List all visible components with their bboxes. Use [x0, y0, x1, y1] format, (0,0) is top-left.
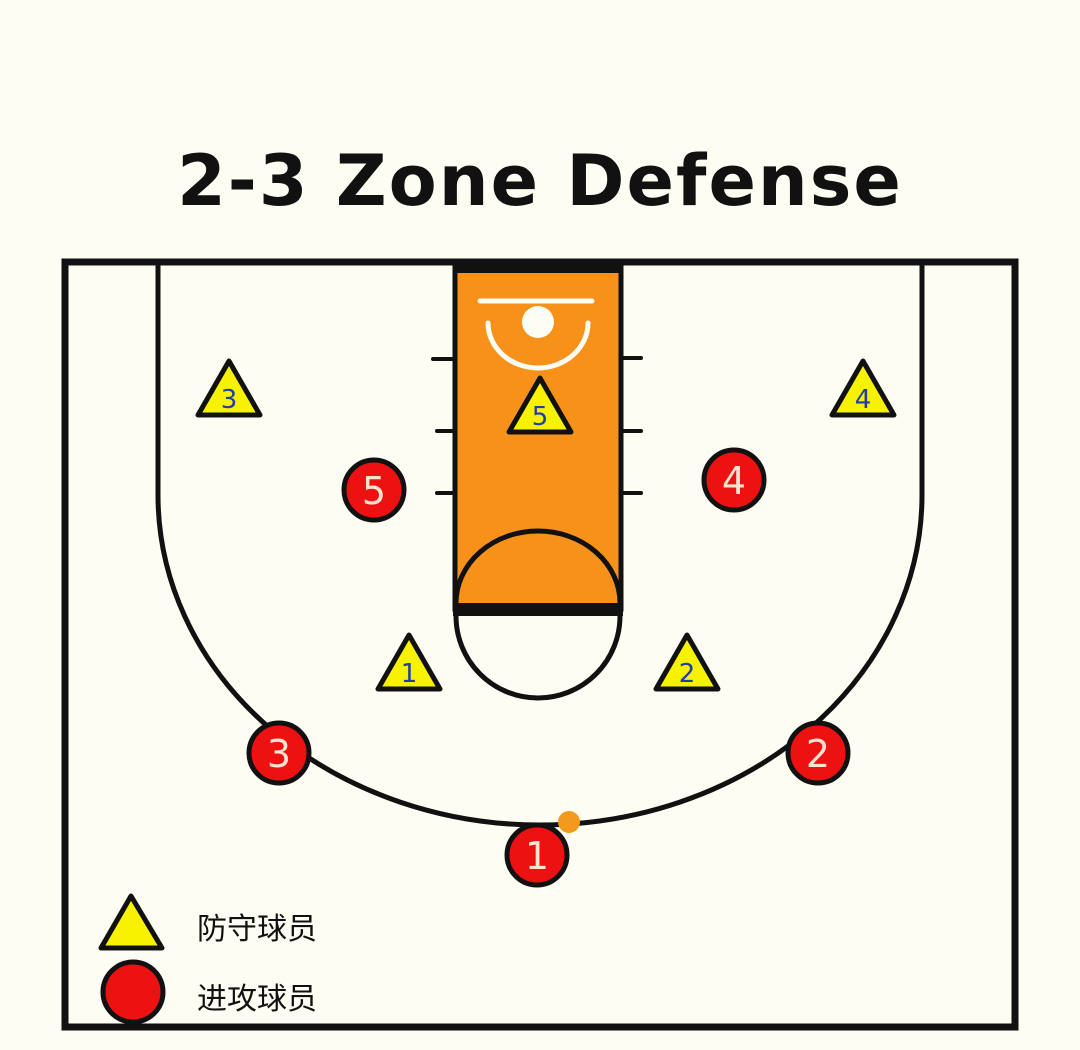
- page-title: 2-3 Zone Defense: [177, 140, 903, 222]
- attackers: 1 2 3 4 5: [246, 447, 851, 888]
- attacker-number: 4: [722, 459, 746, 503]
- attacker-circle: [246, 720, 312, 786]
- attacker-2: 2: [785, 720, 851, 786]
- defenders: 1 2 3 4 5: [195, 358, 897, 692]
- attacker-5: 5: [341, 457, 407, 523]
- attacker-1: 1: [504, 822, 570, 888]
- defender-5: 5: [506, 375, 574, 435]
- legend-attacker-label: 进攻球员: [197, 982, 317, 1017]
- attacker-3: 3: [246, 720, 312, 786]
- attacker-circle: [701, 447, 767, 513]
- attacker-number: 3: [267, 732, 291, 776]
- attacker-number: 2: [806, 732, 830, 776]
- defender-number: 5: [532, 402, 549, 432]
- court-boundary: [61, 258, 1019, 1031]
- rim: [522, 306, 554, 338]
- attacker-circle: [785, 720, 851, 786]
- defender-1: 1: [375, 632, 443, 692]
- defender-triangle: [653, 632, 721, 692]
- defender-triangle: [375, 632, 443, 692]
- free-throw-circle-bottom: [453, 615, 623, 701]
- defender-number: 4: [855, 385, 872, 415]
- attacker-number: 1: [525, 834, 549, 878]
- restricted-arc: [485, 320, 591, 371]
- baseline-thick: [453, 263, 623, 273]
- attacker-4: 4: [701, 447, 767, 513]
- defender-triangle-icon: [98, 893, 165, 951]
- free-throw-circle-top: [453, 528, 623, 604]
- defender-triangle: [195, 358, 263, 418]
- lane-hash-marks: [431, 356, 643, 495]
- attacker-circle-icon: [100, 959, 166, 1025]
- free-throw-line: [453, 603, 623, 616]
- defender-triangle: [829, 358, 897, 418]
- ball-icon: [558, 811, 580, 833]
- defender-number: 1: [401, 659, 418, 689]
- defender-number: 3: [221, 385, 238, 415]
- defender-3: 3: [195, 358, 263, 418]
- attacker-circle: [341, 457, 407, 523]
- attacker-circle: [504, 822, 570, 888]
- legend-defender-label: 防守球员: [197, 912, 317, 947]
- defender-2: 2: [653, 632, 721, 692]
- defender-number: 2: [679, 659, 696, 689]
- defender-triangle: [506, 375, 574, 435]
- attacker-number: 5: [362, 469, 386, 513]
- defender-4: 4: [829, 358, 897, 418]
